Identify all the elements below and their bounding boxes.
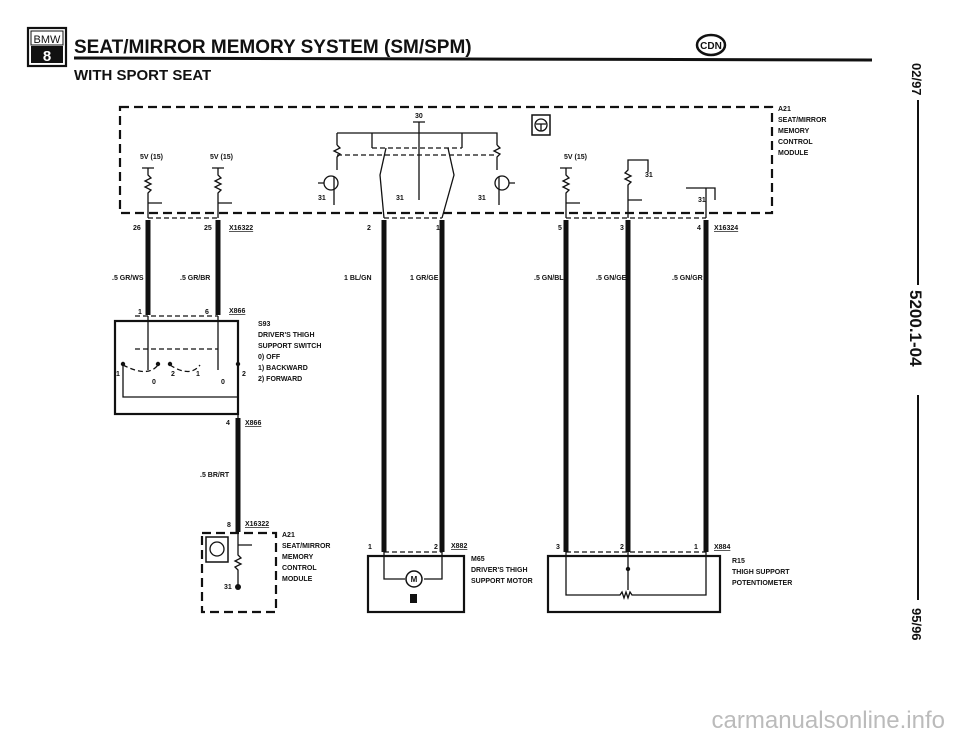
seat-icon: [410, 594, 417, 603]
logo-top-text: BMW: [34, 34, 62, 46]
pin-label: 6: [205, 309, 209, 316]
pin-label: 25: [204, 225, 212, 232]
contact-label: 0: [221, 379, 225, 386]
pin-label: 4: [697, 225, 701, 232]
watermark: carmanualsonline.info: [712, 707, 945, 734]
cdn-badge: CDN: [695, 33, 727, 57]
module-name-line: CONTROL: [282, 565, 317, 572]
supply-label: 5V (15): [140, 154, 163, 161]
pin-label: 2: [367, 225, 371, 232]
title-rule: [73, 56, 873, 62]
cdn-badge-text: CDN: [700, 41, 722, 52]
pin-label: 2: [434, 544, 438, 551]
switch-position: 1) BACKWARD: [258, 365, 308, 372]
bmw-8-logo: BMW 8: [26, 26, 68, 68]
pin-label: 1: [368, 544, 372, 551]
switch-position: 0) OFF: [258, 354, 281, 361]
pin-label: 8: [227, 522, 231, 529]
supply-label: 5V (15): [210, 154, 233, 161]
pin-label: 1: [694, 544, 698, 551]
wire-label: .5 GN/GE: [596, 275, 627, 282]
contact-label: 0: [152, 379, 156, 386]
ground-label: 31: [396, 195, 404, 202]
connector-x866-label: X866: [245, 420, 261, 427]
wire-label: .5 GN/GR: [672, 275, 703, 282]
motor-symbol: M: [411, 575, 418, 584]
connector-x882-label: X882: [451, 543, 467, 550]
ground-label: 31: [698, 197, 706, 204]
connector-x16322-label: X16322: [245, 521, 269, 528]
pot-name-line: POTENTIOMETER: [732, 580, 792, 587]
switch-ref: S93: [258, 321, 271, 328]
seat-memory-icon: [531, 114, 551, 136]
connector-x884-label: X884: [714, 544, 730, 551]
terminal-30-label: 30: [415, 113, 423, 120]
ground-label: 31: [478, 195, 486, 202]
logo-bottom-text: 8: [43, 48, 51, 65]
date-bottom: 95/96: [909, 608, 924, 641]
module-name-line: CONTROL: [778, 139, 813, 146]
doc-number: 5200.1-04: [906, 290, 925, 367]
wire-label: .5 GR/BR: [180, 275, 210, 282]
switch-position: 2) FORWARD: [258, 376, 302, 383]
ground-label: 31: [318, 195, 326, 202]
potentiometer-r15: 3 2 1 X884 R15 THIGH SUPPORT POTENTIOMET…: [546, 544, 792, 614]
module-name-line: SEAT/MIRROR: [282, 543, 330, 550]
motor-icon: [405, 570, 423, 588]
motor-m65: 1 2 X882 M M65 DRIVER'S THIGH SUPPORT MO…: [366, 543, 533, 614]
contact-label: 1: [196, 371, 200, 378]
contact-label: 1: [116, 371, 120, 378]
contact-label: 2: [242, 371, 246, 378]
module-name-line: SEAT/MIRROR: [778, 117, 826, 124]
pin-label: 4: [226, 420, 230, 427]
wire-label: .5 BR/RT: [200, 472, 230, 479]
wire-label: 1 GR/GE: [410, 275, 439, 282]
supply-label: 5V (15): [564, 154, 587, 161]
pot-ref: R15: [732, 558, 745, 565]
pin-label: 1: [138, 309, 142, 316]
seat-memory-icon: [205, 536, 229, 563]
motor-name-line: DRIVER'S THIGH: [471, 567, 528, 574]
connector-x866-label: X866: [229, 308, 245, 315]
wire-label: .5 GN/BL: [534, 275, 564, 282]
module-name-line: MODULE: [778, 150, 809, 157]
ground-label: 31: [645, 172, 653, 179]
switch-name-line: DRIVER'S THIGH: [258, 332, 315, 339]
wires: [145, 220, 709, 552]
motor-ref: M65: [471, 556, 485, 563]
pin-label: 2: [620, 544, 624, 551]
pot-name-line: THIGH SUPPORT: [732, 569, 790, 576]
pin-label: 5: [558, 225, 562, 232]
page-subtitle: WITH SPORT SEAT: [74, 67, 211, 84]
page-title: SEAT/MIRROR MEMORY SYSTEM (SM/SPM): [74, 37, 472, 58]
connector-x16322-label: X16322: [229, 225, 253, 232]
pin-label: 3: [556, 544, 560, 551]
switch-s93: 1 6 X866 1 2 0 1 2 0 S93 DRIVER'S THIGH …: [113, 308, 321, 427]
ground-label: 31: [224, 584, 232, 591]
wire-label: 1 BL/GN: [344, 275, 372, 282]
motor-name-line: SUPPORT MOTOR: [471, 578, 533, 585]
module-ref: A21: [282, 532, 295, 539]
module-a21-bottom: 8 X16322 31 A21 SEAT/MIRROR MEMORY CONTR…: [200, 521, 330, 614]
date-top: 02/97: [909, 63, 924, 96]
module-ref: A21: [778, 106, 791, 113]
module-name-line: MEMORY: [778, 128, 810, 135]
connector-x16324-label: X16324: [714, 225, 738, 232]
pin-label: 26: [133, 225, 141, 232]
pin-label: 3: [620, 225, 624, 232]
pin-label: 1: [436, 225, 440, 232]
module-name-line: MEMORY: [282, 554, 314, 561]
wire-label: .5 GR/WS: [112, 275, 144, 282]
contact-label: 2: [171, 371, 175, 378]
switch-name-line: SUPPORT SWITCH: [258, 343, 321, 350]
module-name-line: MODULE: [282, 576, 313, 583]
module-a21-top: A21 SEAT/MIRROR MEMORY CONTROL MODULE 5V…: [118, 105, 826, 219]
